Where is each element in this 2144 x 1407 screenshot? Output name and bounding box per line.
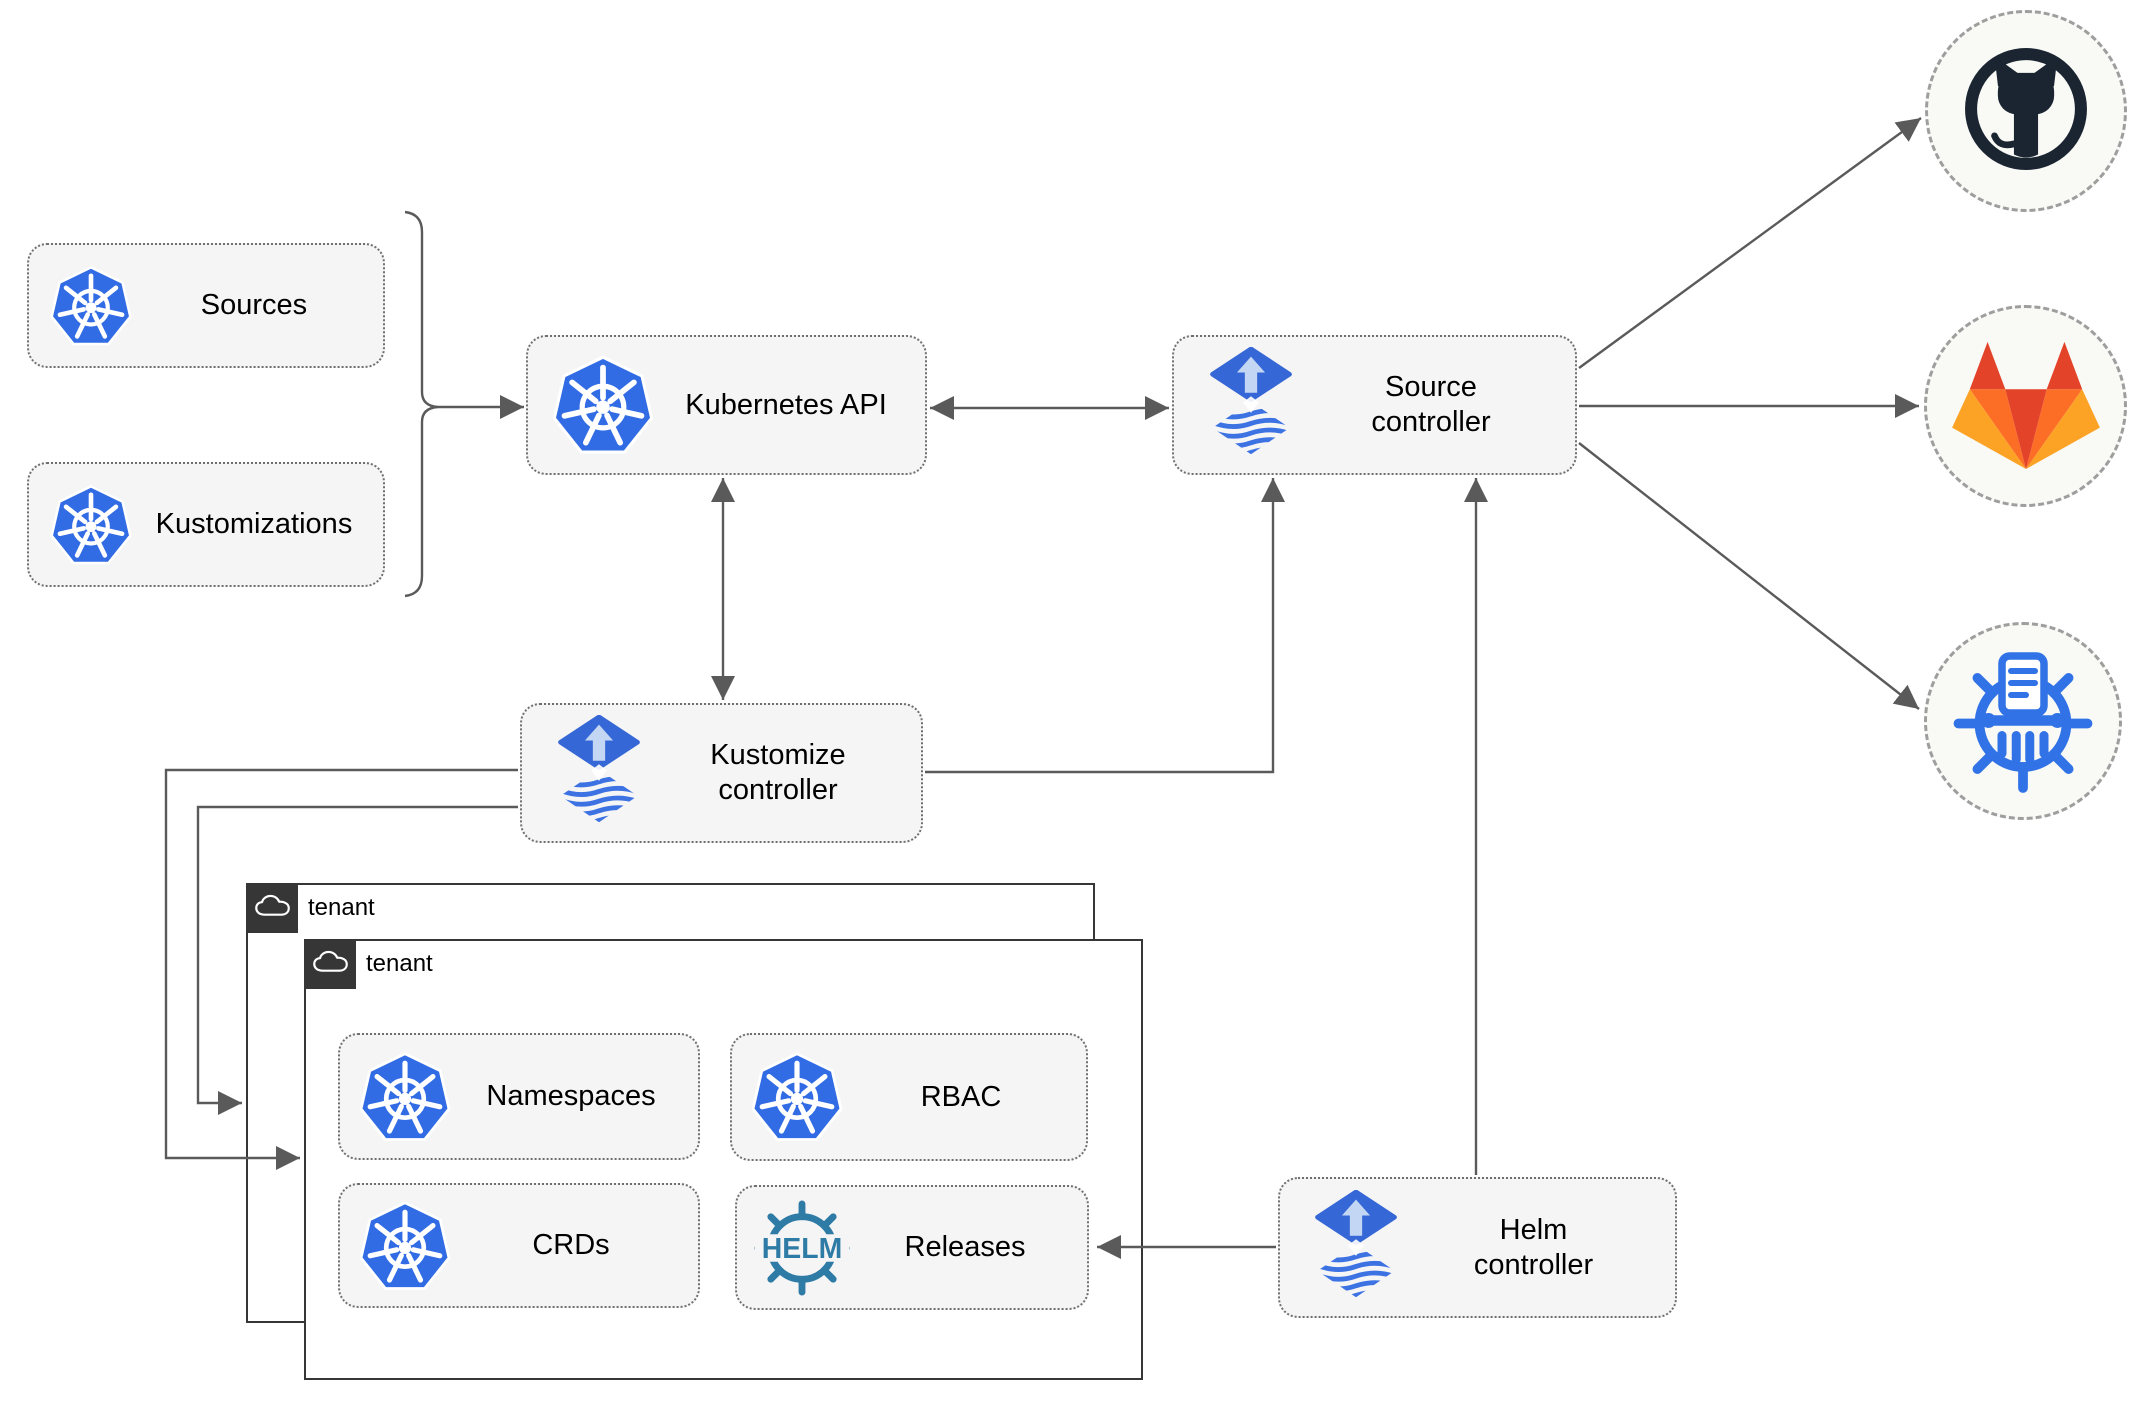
kubernetes-icon (49, 483, 133, 567)
flux-icon (1207, 347, 1295, 463)
node-releases: HELM Releases (735, 1185, 1089, 1310)
endpoint-helm-repository (1924, 622, 2122, 820)
cloud-icon (312, 949, 349, 979)
node-label: Sources (200, 289, 308, 321)
kubernetes-icon (49, 264, 133, 348)
helm-wordmark: HELM (762, 1232, 842, 1264)
node-kustomizations: Kustomizations (27, 462, 385, 587)
node-kustomize-controller: Kustomize controller (520, 703, 923, 843)
node-label: Kubernetes API (685, 388, 887, 421)
node-label: Releases (904, 1231, 1026, 1263)
kubernetes-icon (750, 1050, 844, 1144)
node-label: Helm controller (1473, 1213, 1594, 1281)
tenant-tab (304, 939, 356, 989)
kubernetes-icon (358, 1050, 452, 1144)
endpoint-gitlab (1924, 305, 2127, 507)
node-label: Kustomizations (155, 508, 353, 540)
edge-kustomize-to-source (925, 478, 1285, 774)
node-kubernetes-api: Kubernetes API (526, 335, 927, 475)
github-icon (1959, 42, 2093, 181)
flux-icon (555, 715, 643, 831)
tenant-tab (246, 883, 298, 933)
flux-icon (1312, 1190, 1400, 1306)
bracket-brace (404, 210, 439, 598)
chartmuseum-icon (1948, 644, 2098, 799)
tenant-label: tenant (366, 950, 433, 977)
edge-source-to-helm-repository (1578, 442, 1920, 710)
tenant-label: tenant (308, 894, 375, 921)
node-label: Source controller (1371, 371, 1491, 438)
cloud-icon (254, 893, 291, 923)
kubernetes-icon (358, 1199, 452, 1293)
node-label: Kustomize controller (710, 739, 846, 806)
node-source-controller: Source controller (1172, 335, 1577, 475)
node-rbac: RBAC (730, 1033, 1088, 1161)
helm-wheel-icon: HELM (753, 1199, 851, 1297)
node-sources: Sources (27, 243, 385, 368)
node-namespaces: Namespaces (338, 1033, 700, 1160)
node-crds: CRDs (338, 1183, 700, 1308)
kubernetes-icon (551, 353, 655, 457)
endpoint-github (1925, 10, 2127, 212)
node-label: CRDs (532, 1229, 610, 1261)
edge-source-to-github (1578, 117, 1922, 369)
gitlab-icon (1952, 336, 2100, 477)
node-helm-controller: Helm controller (1278, 1177, 1677, 1318)
node-label: RBAC (920, 1080, 1002, 1113)
node-label: Namespaces (486, 1080, 656, 1112)
